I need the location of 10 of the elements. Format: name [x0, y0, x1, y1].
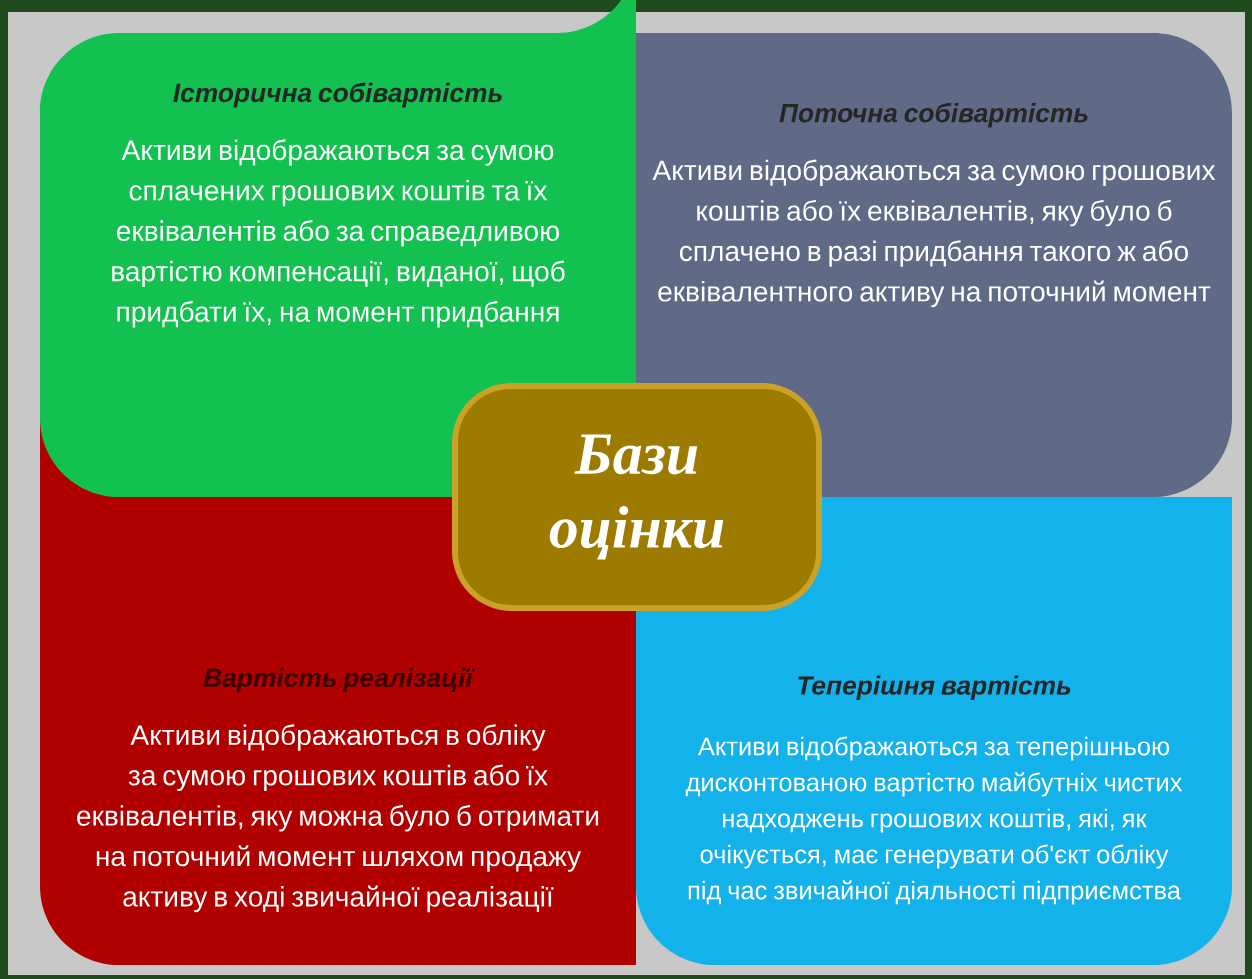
panel-heading: Поточна собівартість [779, 102, 1088, 128]
panel-heading: Історична собівартість [173, 82, 502, 108]
panel-text: Активи відображаються в обліку за сумою грошових коштів або їх еквівалентів, яку можна було б отримати на поточний момент шляхом продажу активу в ході звичайної реалізації [77, 724, 599, 913]
panel-heading: Теперішня вартість [798, 675, 1071, 700]
panel-text: Активи відображаються за сумою грошових коштів або їх еквівалентів, яку було б сплачено в разі придбання такого ж або еквівалентного активу на поточний момент [652, 159, 1216, 308]
center-title: Бази оцінки [549, 434, 724, 560]
panel-text: Активи відображаються за сумою сплачених грошових коштів та їх еквівалентів або за справедливою вартістю компенсації, виданої, щоб придбати їх, на момент придбання [112, 139, 565, 328]
panel-heading: Вартість реалізації [203, 667, 476, 693]
panel-text: Активи відображаються за теперішньою дисконтованою вартістю майбутніх чистих надходжень грошових коштів, які, як очікується, має генерувати об'єкт обліку під час звичайної діяльності підприємства [685, 736, 1183, 905]
center-box [452, 383, 822, 611]
